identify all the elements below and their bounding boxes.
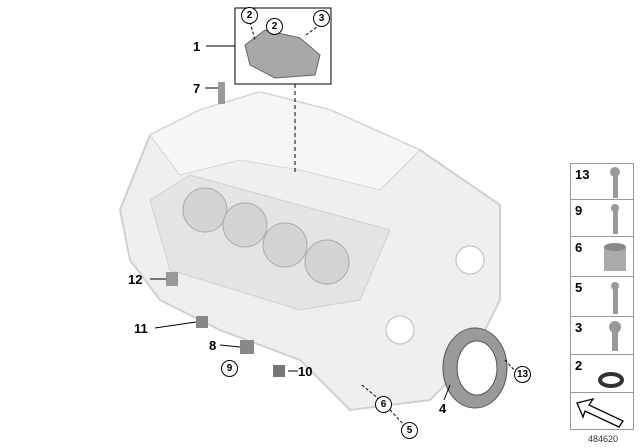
legend-item-9: 9	[570, 200, 634, 237]
legend-item-arrow	[570, 393, 634, 430]
callout-5: 5	[401, 422, 418, 439]
o-ring-icon	[598, 372, 624, 388]
callout-2: 2	[241, 7, 258, 24]
callout-7: 7	[193, 81, 201, 96]
crank-bore	[455, 245, 485, 275]
cylinder-bore	[182, 187, 228, 233]
callout-10: 10	[298, 364, 313, 379]
callout-9: 9	[221, 360, 238, 377]
callout-8: 8	[209, 338, 217, 353]
callout-6: 6	[375, 396, 392, 413]
legend-item-5: 5	[570, 277, 634, 317]
bolt-flange-icon	[610, 167, 620, 198]
plug-10	[273, 365, 285, 377]
crank-bore	[385, 315, 415, 345]
legend-item-6: 6	[570, 237, 634, 277]
sensor-11	[196, 316, 208, 328]
callout-3: 3	[313, 10, 330, 27]
cylinder-bore	[222, 202, 268, 248]
bolt-flange-icon	[609, 321, 621, 351]
callout-11: 11	[134, 321, 148, 336]
dowel-sleeve-icon	[604, 243, 626, 271]
cover-part	[244, 29, 321, 79]
cylinder-bore	[304, 239, 350, 285]
sensor-7	[218, 82, 225, 104]
callout-1: 1	[193, 39, 201, 54]
callout-4: 4	[439, 401, 447, 416]
sensor-8	[240, 340, 254, 354]
bolt-icon	[611, 282, 619, 314]
arrow-icon	[576, 397, 624, 428]
legend-item-3: 3	[570, 317, 634, 355]
callout-12: 12	[128, 272, 143, 287]
cylinder-bore	[262, 222, 308, 268]
block-top-face	[149, 91, 421, 191]
bolt-icon	[611, 204, 619, 234]
callout-2: 2	[266, 18, 283, 35]
callout-13: 13	[514, 366, 531, 383]
legend-item-13: 13	[570, 163, 634, 200]
diagram-id: 484620	[588, 434, 619, 444]
sensor-12	[166, 272, 178, 286]
legend-item-2: 2	[570, 355, 634, 393]
